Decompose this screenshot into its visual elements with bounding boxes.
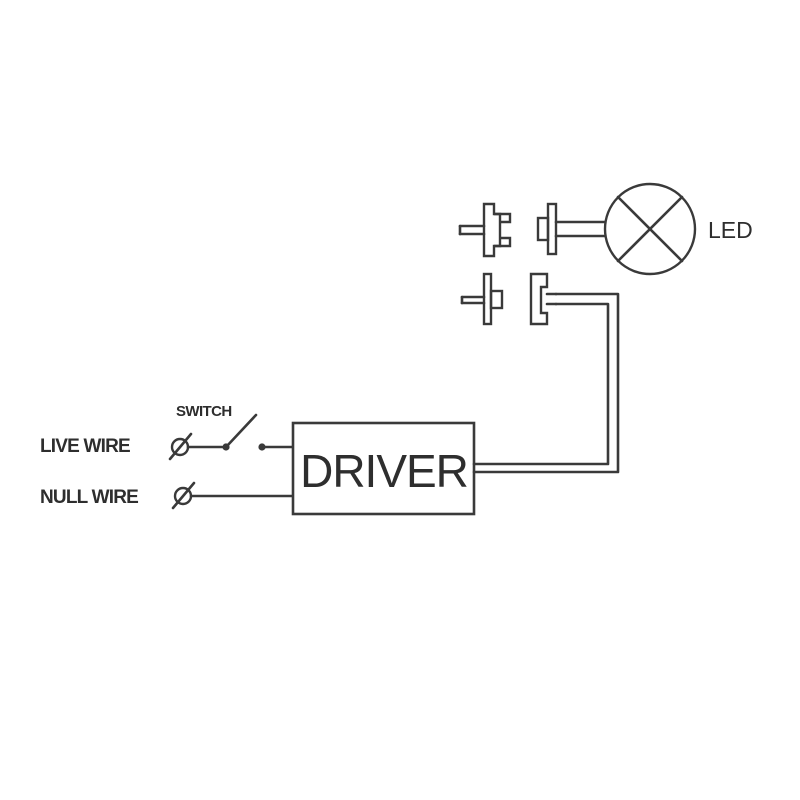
- lower-plug-connector-icon: [460, 272, 504, 326]
- lower-socket-connector-icon: [529, 272, 558, 326]
- driver-label: DRIVER: [300, 445, 468, 497]
- upper-socket-connector-icon: [458, 202, 512, 258]
- switch-label: SWITCH: [176, 403, 232, 420]
- live-wire-label: LIVE WIRE: [40, 436, 130, 457]
- driver-box: [291, 421, 476, 516]
- spst-switch-icon: [222, 413, 266, 451]
- upper-plug-connector-icon: [536, 202, 606, 256]
- led-lamp-icon: [603, 182, 697, 276]
- led-label: LED: [708, 217, 753, 243]
- output-cable: [472, 292, 620, 474]
- null-wire-label: NULL WIRE: [40, 487, 138, 508]
